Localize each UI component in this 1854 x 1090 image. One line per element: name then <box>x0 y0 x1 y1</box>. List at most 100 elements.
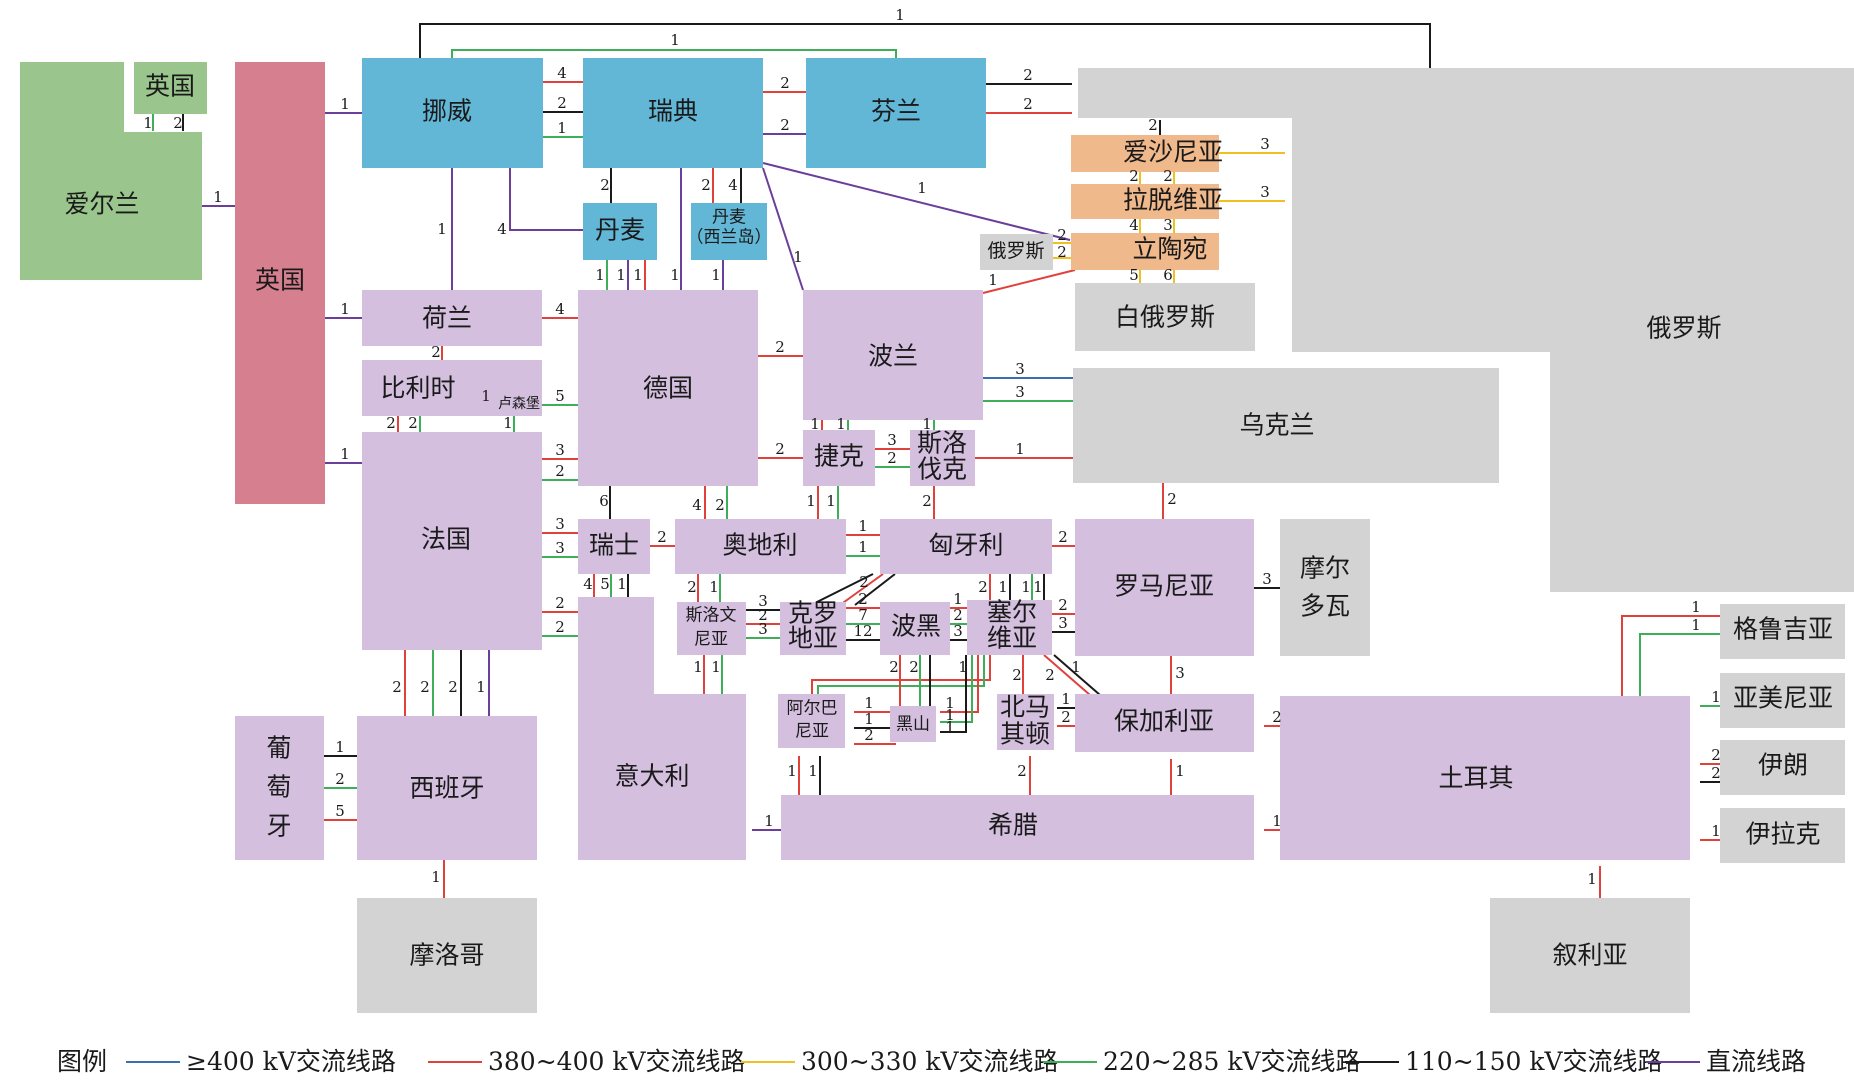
box-estonia <box>1071 135 1219 172</box>
label-bulgaria: 保加利亚 <box>1114 707 1214 736</box>
label-spain: 西班牙 <box>409 774 484 803</box>
box-bosnia <box>880 602 950 655</box>
line-no-dk <box>509 168 583 231</box>
line-me-rs-b <box>940 655 973 723</box>
label-albania-2: 尼亚 <box>795 722 829 742</box>
count-label: 1 <box>670 31 680 49</box>
count-label: 2 <box>1057 226 1067 244</box>
label-iran: 伊朗 <box>1758 751 1808 780</box>
count-label: 1 <box>806 492 816 510</box>
label-belarus: 白俄罗斯 <box>1115 303 1215 332</box>
legend-title: 图例 <box>57 1047 107 1076</box>
count-label: 3 <box>1260 183 1270 201</box>
count-label: 1 <box>476 678 486 696</box>
count-label: 2 <box>715 496 725 514</box>
count-label: 2 <box>1023 66 1033 84</box>
count-label: 5 <box>335 802 345 820</box>
count-label: 2 <box>1061 708 1071 726</box>
count-label: 1 <box>213 188 223 206</box>
label-lithuania: 立陶宛 <box>1132 235 1207 264</box>
box-russia-small <box>980 234 1053 270</box>
label-belgium: 比利时 <box>380 374 455 403</box>
box-sweden <box>583 58 763 168</box>
label-luxembourg: 卢森堡 <box>498 396 540 412</box>
count-label: 1 <box>670 266 680 284</box>
box-hungary <box>880 519 1052 574</box>
box-poland <box>803 290 983 420</box>
count-label: 2 <box>1057 243 1067 261</box>
box-france <box>362 432 542 650</box>
label-czech: 捷克 <box>814 442 864 471</box>
box-denmark-west <box>691 203 767 260</box>
count-label: 1 <box>557 119 567 137</box>
count-label: 1 <box>858 538 868 556</box>
count-label: 2 <box>1045 666 1055 684</box>
label-denmark-west-1: 丹麦 <box>712 208 746 228</box>
box-montenegro <box>890 706 936 742</box>
label-switzerland: 瑞士 <box>589 531 639 560</box>
count-label: 1 <box>895 6 905 24</box>
count-label: 5 <box>600 575 610 593</box>
legend-label: ≥400 kV交流线路 <box>186 1047 396 1076</box>
count-label: 2 <box>431 343 441 361</box>
label-moldova-2: 多瓦 <box>1300 592 1350 621</box>
count-label: 1 <box>858 517 868 535</box>
count-label: 7 <box>858 606 868 624</box>
count-label: 2 <box>335 770 345 788</box>
count-label: 1 <box>945 694 955 712</box>
count-label: 2 <box>1711 764 1721 782</box>
box-norway <box>362 58 543 168</box>
label-sweden: 瑞典 <box>648 97 698 126</box>
box-finland <box>806 58 986 168</box>
count-label: 3 <box>1015 383 1025 401</box>
count-label: 2 <box>1163 167 1173 185</box>
count-label: 1 <box>340 445 350 463</box>
count-label: 2 <box>887 449 897 467</box>
count-label: 4 <box>555 300 565 318</box>
count-label: 4 <box>728 176 738 194</box>
count-label: 2 <box>657 528 667 546</box>
count-label: 2 <box>922 492 932 510</box>
count-label: 1 <box>711 658 721 676</box>
count-label: 1 <box>340 300 350 318</box>
box-serbia <box>967 600 1052 655</box>
label-greece: 希腊 <box>988 811 1038 840</box>
label-slovenia-1: 斯洛文 <box>686 606 737 626</box>
count-label: 3 <box>887 431 897 449</box>
box-albania <box>778 694 845 748</box>
count-label: 3 <box>1163 216 1173 234</box>
box-turkey <box>1280 696 1690 860</box>
count-label: 3 <box>1015 360 1025 378</box>
count-label: 1 <box>1061 690 1071 708</box>
label-portugal-3: 牙 <box>266 812 291 841</box>
count-label: 2 <box>909 658 919 676</box>
box-germany <box>578 290 758 486</box>
label-armenia: 亚美尼亚 <box>1733 684 1833 713</box>
count-label: 1 <box>922 415 932 433</box>
count-label: 1 <box>1711 822 1721 840</box>
line-me-rs-a <box>940 655 979 713</box>
box-luxembourg <box>496 390 542 416</box>
label-romania: 罗马尼亚 <box>1114 572 1214 601</box>
count-label: 1 <box>595 266 605 284</box>
count-label: 1 <box>1691 616 1701 634</box>
count-label: 4 <box>557 64 567 82</box>
count-label: 12 <box>853 622 872 640</box>
count-label: 5 <box>555 387 565 405</box>
label-slovakia-2: 伐克 <box>917 455 967 484</box>
legend-label: 直流线路 <box>1706 1047 1806 1076</box>
count-label: 1 <box>340 95 350 113</box>
box-ukraine <box>1073 368 1499 483</box>
count-label: 2 <box>392 678 402 696</box>
box-czech <box>803 430 875 486</box>
box-armenia <box>1720 673 1845 728</box>
count-label: 1 <box>617 575 627 593</box>
label-italy: 意大利 <box>614 762 689 791</box>
box-georgia <box>1720 604 1845 659</box>
label-slovenia-2: 尼亚 <box>694 630 728 650</box>
line-rs-bg-b <box>1053 654 1101 696</box>
count-label: 2 <box>953 606 963 624</box>
box-latvia <box>1071 184 1219 219</box>
